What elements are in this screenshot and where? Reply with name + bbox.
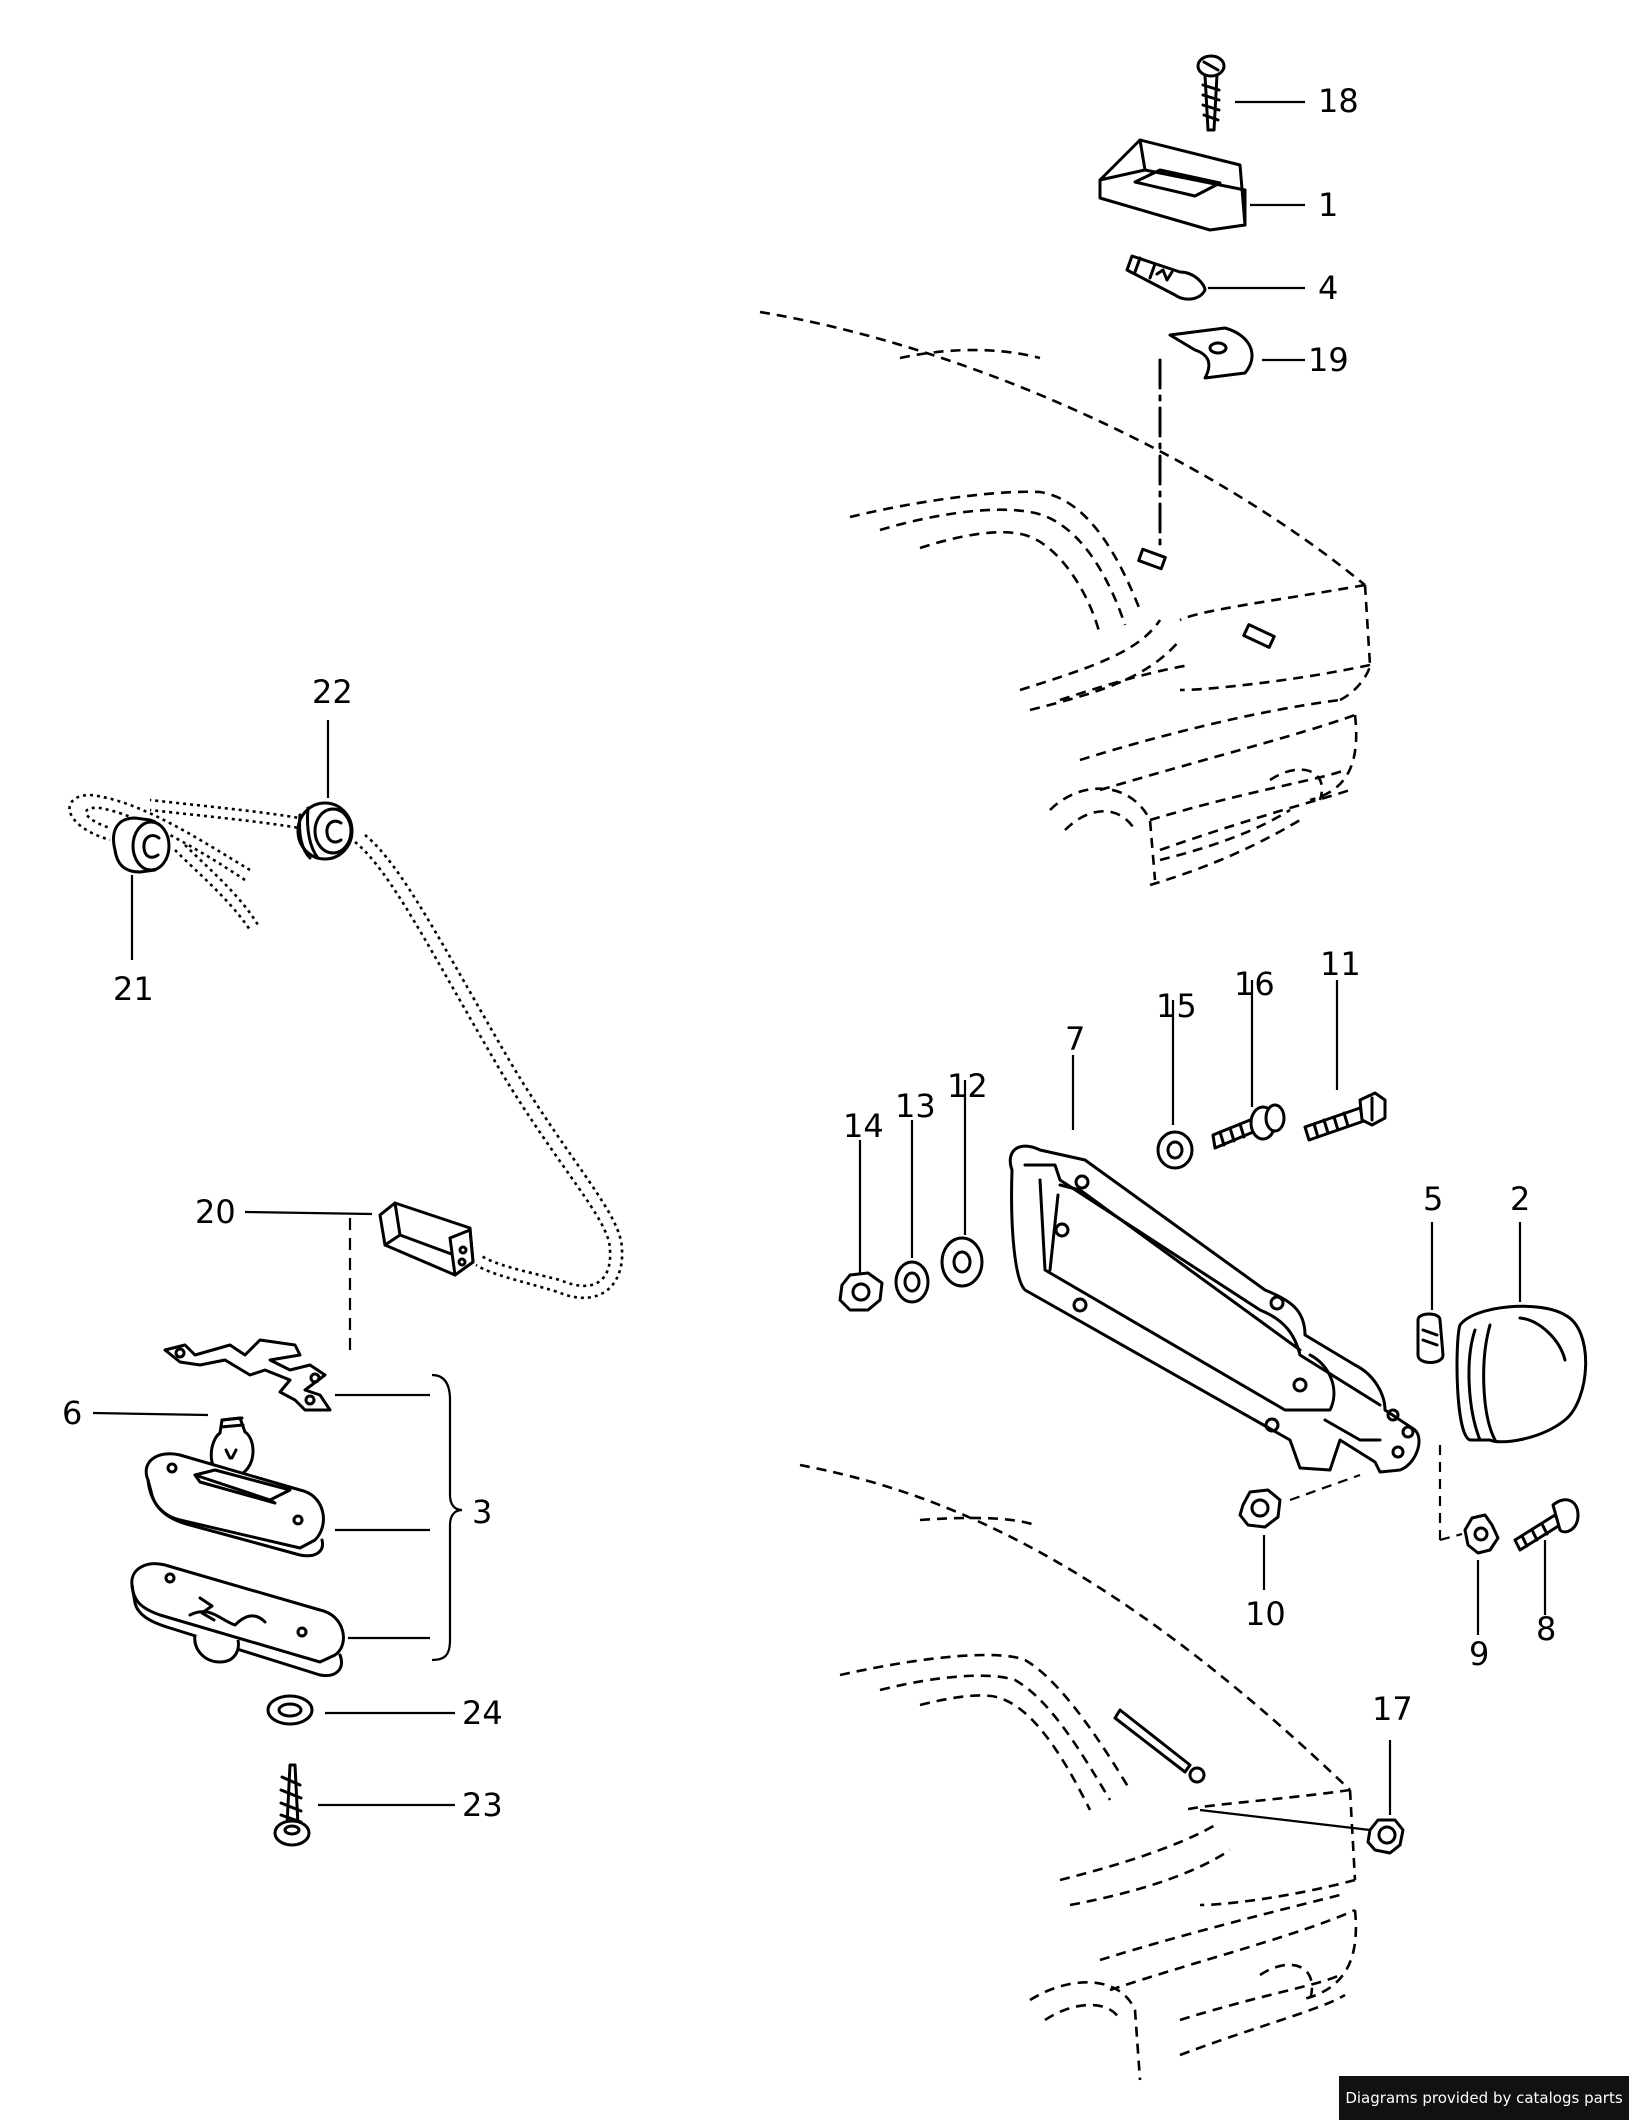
part-15-washer	[1156, 1130, 1194, 1170]
callout-15: 15	[1156, 987, 1197, 1025]
callout-16: 16	[1234, 965, 1275, 1003]
part-21-grommet	[112, 816, 171, 874]
callout-22: 22	[312, 673, 353, 711]
callout-5: 5	[1423, 1180, 1443, 1218]
callout-9: 9	[1469, 1635, 1489, 1673]
callout-6: 6	[62, 1394, 82, 1432]
callout-24: 24	[462, 1694, 503, 1732]
part-3-lens-base	[130, 1562, 345, 1678]
callout-8: 8	[1536, 1610, 1556, 1648]
part-11-bolt	[1303, 1091, 1387, 1142]
callout-18: 18	[1318, 82, 1359, 120]
callout-7: 7	[1065, 1020, 1085, 1058]
part-10-nut	[1238, 1473, 1361, 1529]
part-3-lens-frame	[144, 1452, 325, 1558]
callout-21: 21	[113, 970, 154, 1008]
callout-19: 19	[1308, 341, 1349, 379]
part-5-bulb	[1416, 1312, 1445, 1364]
callout-14: 14	[843, 1107, 884, 1145]
part-17-nut	[1199, 1808, 1405, 1855]
part-9-lock-washer	[1438, 1445, 1500, 1555]
callout-10: 10	[1245, 1595, 1286, 1633]
part-7-license-plate-bracket	[1008, 1144, 1421, 1474]
lower-body-outline	[799, 1463, 1358, 2081]
leader-lines	[92, 100, 1547, 1815]
callout-3: 3	[472, 1493, 492, 1531]
part-13-washer	[894, 1260, 930, 1304]
part-1-lamp-housing	[1098, 138, 1247, 232]
part-16-screw	[1211, 1103, 1286, 1150]
part-3-bracket	[163, 1338, 332, 1412]
part-22-grommet	[296, 801, 354, 861]
part-12-washer	[940, 1236, 984, 1288]
callout-11: 11	[1320, 945, 1361, 983]
part-4-bulb	[1125, 254, 1207, 301]
callout-labels: 18 1 4 19 22 21 20 6 3 24 23 11 16 15 7 …	[62, 82, 1556, 1824]
wire-harness	[68, 793, 624, 1300]
callout-4: 4	[1318, 269, 1338, 307]
part-19-clip	[1158, 326, 1254, 552]
part-14-nut	[838, 1271, 884, 1312]
callout-23: 23	[462, 1786, 503, 1824]
credit-bar: Diagrams provided by catalogs parts	[1339, 2076, 1629, 2120]
part-18-screw	[1196, 54, 1226, 132]
part-23-screw	[273, 1763, 311, 1847]
credit-text: Diagrams provided by catalogs parts	[1345, 2089, 1623, 2107]
callout-20: 20	[195, 1193, 236, 1231]
callout-2: 2	[1510, 1180, 1530, 1218]
upper-body-outline	[759, 310, 1372, 887]
part-2-lens-cap	[1455, 1304, 1588, 1444]
callout-12: 12	[947, 1067, 988, 1105]
callout-17: 17	[1372, 1690, 1413, 1728]
callout-13: 13	[895, 1087, 936, 1125]
part-20-connector	[348, 1201, 475, 1355]
part-24-washer	[266, 1694, 314, 1726]
part-8-screw	[1513, 1498, 1580, 1552]
callout-1: 1	[1318, 186, 1338, 224]
